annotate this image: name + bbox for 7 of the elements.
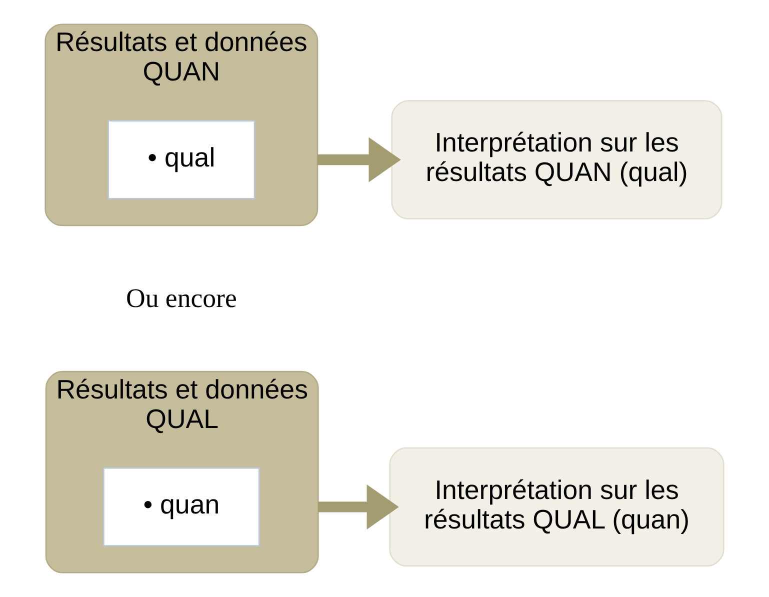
- node-box: • quan: [103, 467, 260, 546]
- label: Ou encore: [126, 283, 237, 314]
- node-box: • qual: [108, 120, 256, 200]
- arrow: [318, 484, 399, 530]
- arrow: [317, 137, 401, 182]
- node-box: Interprétation sur les résultats QUAN (qual): [391, 100, 722, 220]
- node-box: Interprétation sur les résultats QUAL (quan): [389, 447, 724, 567]
